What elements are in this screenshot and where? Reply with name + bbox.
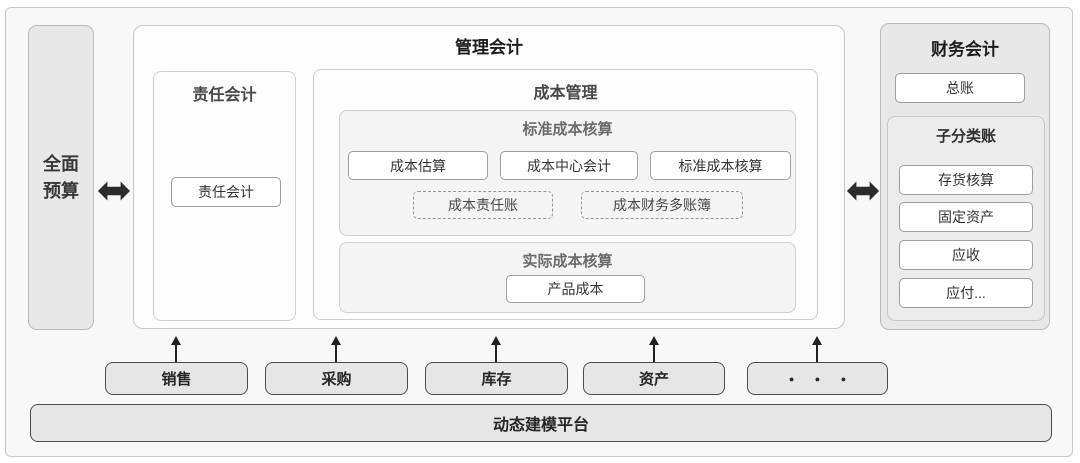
cost-management-title: 成本管理 — [533, 85, 598, 102]
standard-costing-item: 标准成本核算 — [650, 151, 791, 180]
platform-bar: 动态建模平台 — [30, 404, 1052, 442]
budget-label-line2: 预算 — [43, 180, 79, 201]
management-panel: 管理会计 责任会计 责任会计 成本管理 标准成本核算 成本估算 成本中心会计 标… — [133, 25, 845, 329]
exchange-arrow-right-icon — [846, 181, 880, 201]
module-box-inventory: 库存 — [425, 362, 568, 395]
cost-center-accounting-item: 成本中心会计 — [500, 151, 638, 180]
budget-label-line1: 全面 — [43, 153, 79, 174]
standard-cost-section: 标准成本核算 成本估算 成本中心会计 标准成本核算 成本责任账 成本财务多账簿 — [339, 110, 796, 236]
cost-financial-multiledger-item: 成本财务多账簿 — [581, 191, 743, 219]
up-arrow-icon — [811, 336, 823, 362]
fixed-assets-item: 固定资产 — [899, 202, 1033, 232]
cost-responsibility-ledger-item: 成本责任账 — [413, 191, 553, 219]
up-arrow-icon — [170, 336, 182, 362]
budget-panel: 全面 预算 — [28, 25, 94, 330]
cost-estimation-item: 成本估算 — [348, 151, 488, 180]
payables-item: 应付... — [899, 278, 1033, 308]
module-box-more: ● ● ● — [747, 362, 888, 395]
receivables-item: 应收 — [899, 240, 1033, 270]
actual-cost-title: 实际成本核算 — [522, 253, 613, 270]
subledger-group: 子分类账 存货核算 固定资产 应收 应付... — [887, 116, 1045, 321]
module-box-sales: 销售 — [105, 362, 248, 395]
actual-cost-section: 实际成本核算 产品成本 — [339, 242, 796, 313]
platform-label: 动态建模平台 — [492, 417, 589, 434]
inventory-accounting-item: 存货核算 — [899, 165, 1033, 195]
management-title: 管理会计 — [455, 38, 523, 57]
subledger-title: 子分类账 — [935, 128, 996, 145]
cost-management-group: 成本管理 标准成本核算 成本估算 成本中心会计 标准成本核算 成本责任账 成本财… — [313, 69, 818, 320]
responsibility-title: 责任会计 — [192, 87, 257, 104]
up-arrow-icon — [490, 336, 502, 362]
up-arrow-icon — [330, 336, 342, 362]
module-box-procurement: 采购 — [265, 362, 408, 395]
standard-cost-title: 标准成本核算 — [522, 121, 613, 138]
general-ledger-item: 总账 — [895, 73, 1025, 103]
up-arrow-icon — [648, 336, 660, 362]
responsibility-group: 责任会计 责任会计 — [153, 71, 296, 321]
exchange-arrow-left-icon — [97, 181, 131, 201]
responsibility-item: 责任会计 — [171, 177, 281, 207]
financial-panel: 财务会计 总账 子分类账 存货核算 固定资产 应收 应付... — [880, 23, 1050, 330]
product-cost-item: 产品成本 — [506, 275, 645, 303]
module-box-assets: 资产 — [583, 362, 725, 395]
financial-title: 财务会计 — [931, 40, 999, 59]
